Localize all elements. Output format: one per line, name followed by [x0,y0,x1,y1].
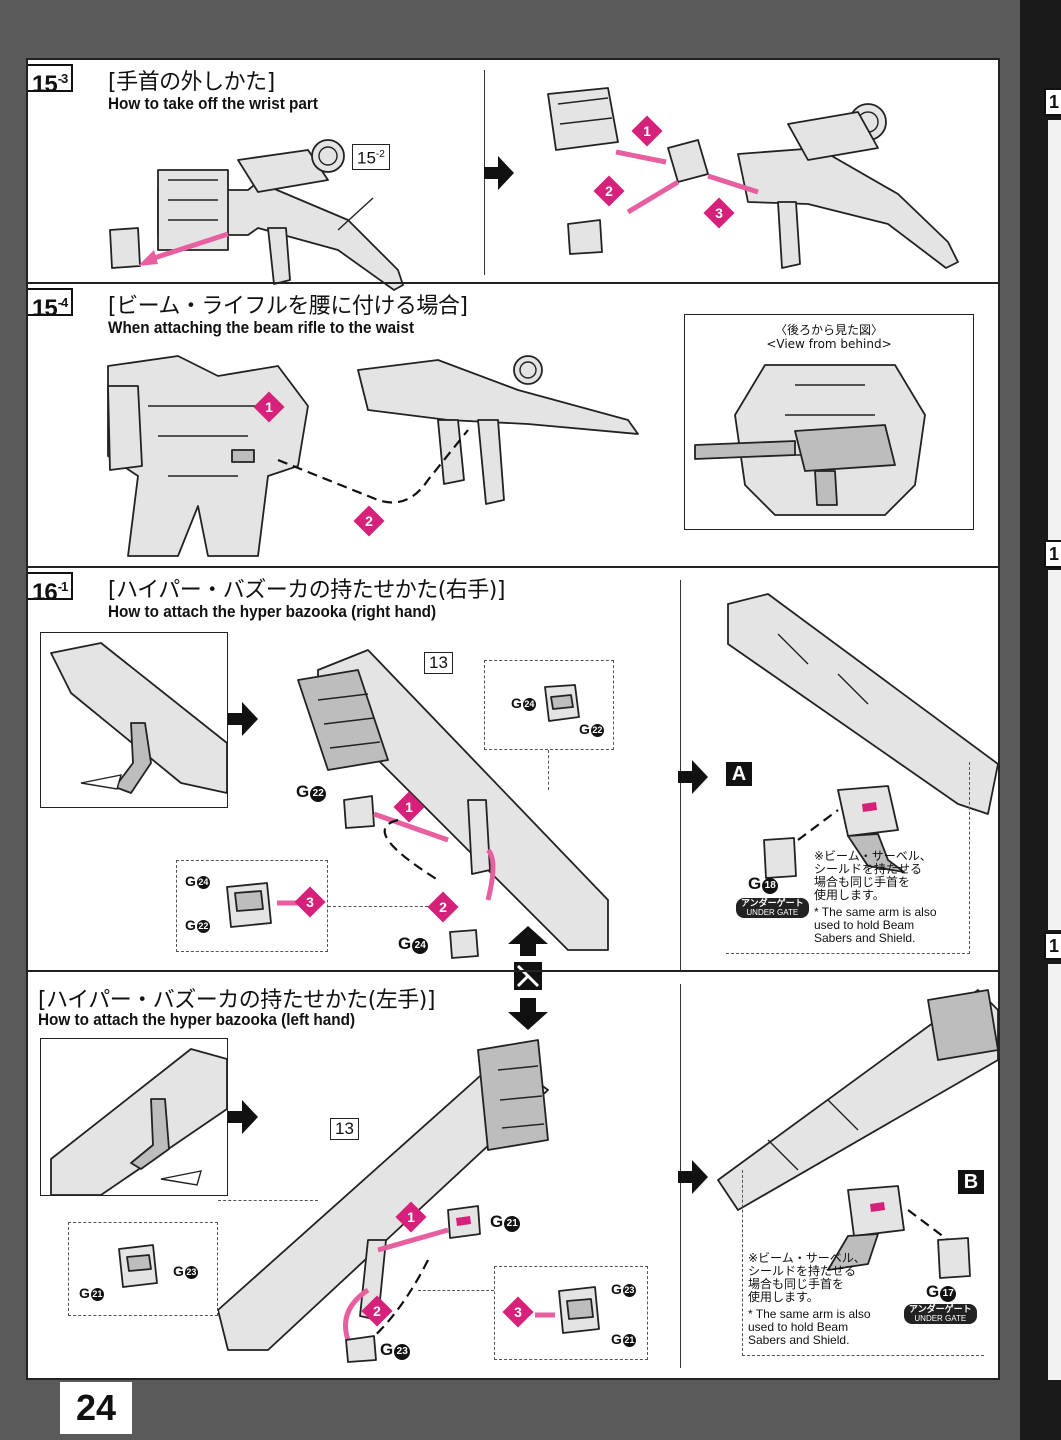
step-badge-1: 1 [393,791,425,823]
leader-line [218,1200,318,1201]
ref-step-13: 13 [424,652,453,674]
wrist-swap-a-illustration [763,785,905,879]
next-arrow [228,702,258,736]
view-caption-en: <View from behind> [766,337,892,351]
next-arrow [484,156,514,190]
next-page-panel [1048,964,1061,1380]
step-title-jp: [ハイパー・バズーカの持たせかた(左手)] [38,988,435,1013]
bazooka-grip-illustration [50,1048,228,1196]
step-badge-3: 3 [294,886,326,918]
step-title-en: How to attach the hyper bazooka (left ha… [38,1010,356,1029]
bazooka-held-left-illustration [717,989,999,1211]
next-arrow [228,1100,258,1134]
next-page-step-peek: 1 [1044,932,1061,960]
ref-step-15-2: 15-2 [352,144,390,170]
beam-rifle-illustration [157,139,404,291]
leader-line [548,750,549,790]
step-badge-1: 1 [395,1201,427,1233]
beam-rifle-disassembled-illustration [547,87,959,269]
view-caption-jp: 〈後ろから見た図〉 [774,323,883,337]
hand-part-assembly [343,795,496,901]
next-page-panel [1048,570,1061,930]
step-number-15-4: 15-4 [28,288,74,322]
ref-step-13: 13 [330,1118,359,1140]
grip-fold-panel [40,1038,228,1196]
section-divider [28,970,998,972]
step-badge-2: 2 [593,175,625,207]
step-title-en: How to attach the hyper bazooka (right h… [108,602,437,621]
leader-line [418,1290,494,1291]
step-title-en: When attaching the beam rifle to the wai… [108,318,415,337]
hand-detail-illustration [535,1286,600,1334]
wrist-swap-b-illustration [827,1185,971,1279]
step-badge-2: 2 [353,505,385,537]
bazooka-grip-illustration [50,642,228,794]
hand-detail-illustration [226,882,303,928]
detail-letter-b: B [958,1170,984,1194]
note-jp: ※ビーム・サーベル、シールドを持たせる場合も同じ手首を使用します。 [748,1251,866,1304]
step-badge-3: 3 [502,1296,534,1328]
hand-detail-illustration [544,684,580,722]
step-badge-1: 1 [631,115,663,147]
beam-rifle-waist-illustration [277,355,639,505]
detail-region-a [726,762,970,954]
wrist-part-g24 [449,929,479,959]
leader-line [328,906,428,907]
step-title-jp: [手首の外しかた] [108,70,275,95]
next-page-panel [1048,120,1061,540]
step-badge-3: 3 [703,197,735,229]
bazooka-held-right-illustration [727,593,999,815]
step-badge-2: 2 [427,891,459,923]
hand-part-assembly [343,1205,481,1363]
next-page-step-peek: 1 [1044,88,1061,116]
step-badge-2: 2 [361,1295,393,1327]
next-page-edge: 1 1 1 [1020,0,1061,1440]
step-title-jp: [ハイパー・バズーカの持たせかた(右手)] [108,578,505,603]
swap-hand-symbol [508,926,548,1030]
section-divider [28,282,998,284]
view-from-behind-panel: 〈後ろから見た図〉 <View from behind> [684,314,974,530]
detail-letter-a: A [726,762,752,786]
manual-page: 15-3 [手首の外しかた] How to take off the wrist… [26,58,1000,1380]
next-arrow [678,1160,708,1194]
step-title-en: How to take off the wrist part [108,94,318,113]
hand-detail-illustration [118,1244,158,1288]
step-number-16-1: 16-1 [28,572,74,606]
grip-fold-panel [40,632,228,808]
note-jp: ※ビーム・サーベル、シールドを持たせる場合も同じ手首を使用します。 [814,849,932,902]
section-divider [28,566,998,568]
next-arrow [678,760,708,794]
detail-region-b [742,1170,984,1356]
wrist-part-illustration [109,227,229,269]
page-number: 24 [60,1382,132,1434]
gundam-back-illustration [694,364,926,516]
hyper-bazooka-right-illustration [297,649,609,951]
next-page-step-peek: 1 [1044,540,1061,568]
step-number-15-3: 15-3 [28,64,74,98]
step-title-jp: [ビーム・ライフルを腰に付ける場合] [108,294,468,319]
